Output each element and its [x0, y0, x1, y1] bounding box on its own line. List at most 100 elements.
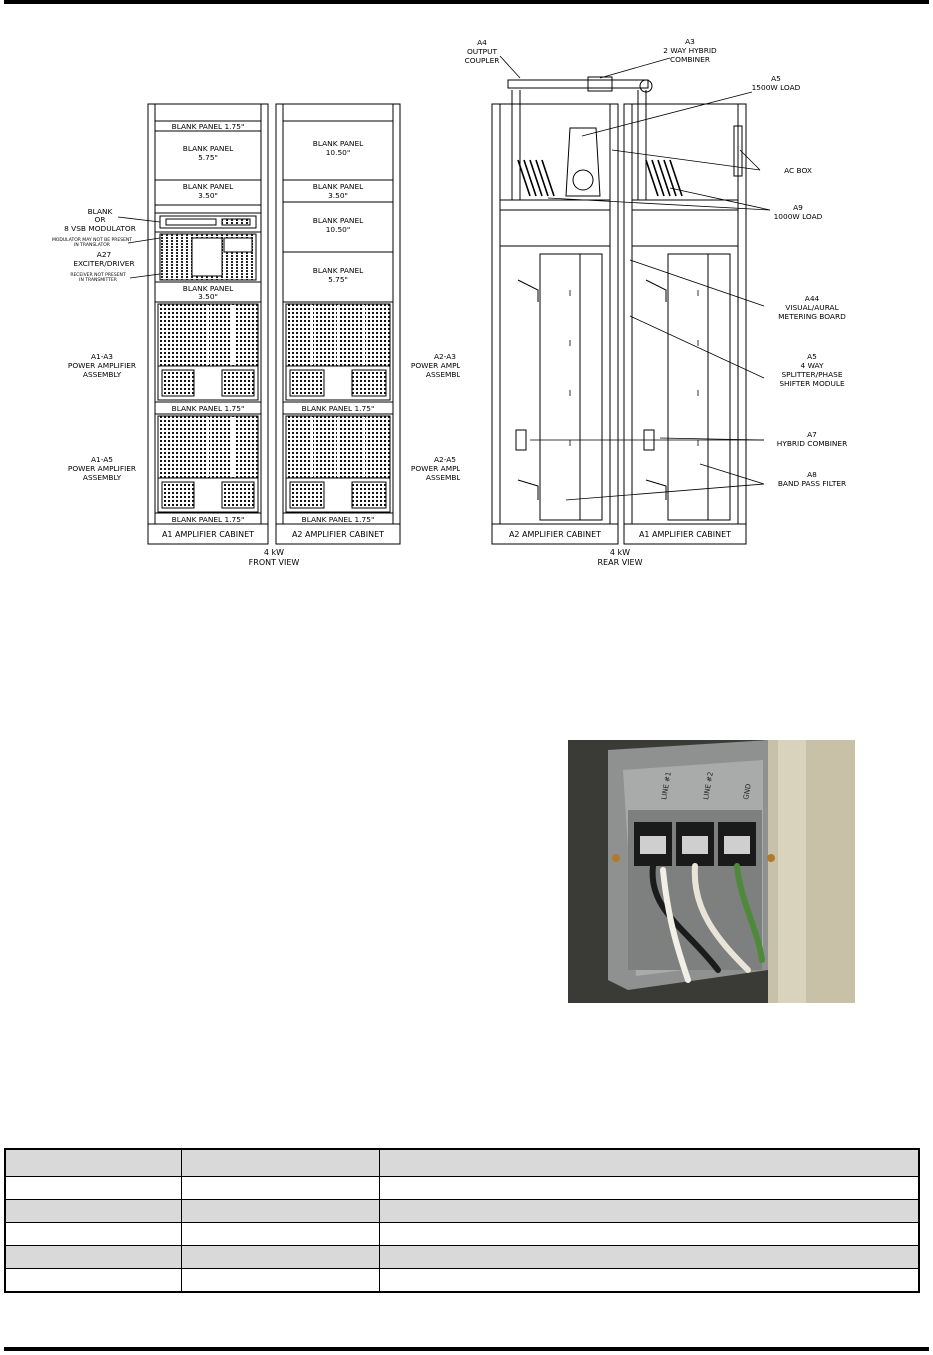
- callout-a2-a5-pa: POWER AMPLIFIER: [411, 464, 460, 473]
- table-cell: [4, 1245, 182, 1269]
- table-cell: [180, 1222, 380, 1246]
- cab1-panel-4-label: BLANK PANEL: [183, 284, 234, 293]
- table-row: [4, 1148, 920, 1177]
- rear-callout-a5-splitter: A5: [807, 352, 817, 361]
- table-cell: [180, 1245, 380, 1269]
- callout-a1-a5: A1-A5: [91, 455, 113, 464]
- bottom-rule: [4, 1347, 929, 1351]
- rear-callout-a9: A9: [793, 203, 803, 212]
- rear-callout-a44: A44: [805, 294, 820, 303]
- rear-callout-coupler: COUPLER: [465, 56, 500, 65]
- cab1-panel-2-label: BLANK PANEL: [183, 144, 234, 153]
- rear-callout-1000w: 1000W LOAD: [774, 212, 823, 221]
- rear-callout-4way: 4 WAY: [801, 361, 824, 370]
- table-cell: [378, 1199, 920, 1223]
- callout-or: OR: [95, 215, 106, 224]
- callout-a27: A27: [97, 250, 112, 259]
- rear-cab-a1-label: A1 AMPLIFIER CABINET: [639, 530, 731, 539]
- cab1-panel-6-label: BLANK PANEL 1.75": [172, 515, 245, 524]
- table-cell: [4, 1222, 182, 1246]
- photo-label-gnd: GND: [742, 783, 753, 800]
- table-cell: [378, 1268, 920, 1293]
- cab2-panel-6-label: BLANK PANEL 1.75": [302, 515, 375, 524]
- cab1-panel-3-label: BLANK PANEL: [183, 182, 234, 191]
- rear-callout-a5-top: A5: [771, 74, 781, 83]
- table-cell: [4, 1268, 182, 1293]
- callout-a1-a5-pa: POWER AMPLIFIER: [68, 464, 136, 473]
- callout-a1-a3-pa: POWER AMPLIFIER: [68, 361, 136, 370]
- rear-callout-hybrid-combiner: HYBRID COMBINER: [777, 439, 847, 448]
- cab1-panel-3-size: 3.50": [198, 191, 218, 200]
- table-cell: [378, 1148, 920, 1177]
- cab2-panel-5-label: BLANK PANEL 1.75": [302, 404, 375, 413]
- table-cell: [378, 1222, 920, 1246]
- rear-callout-1500w: 1500W LOAD: [752, 83, 801, 92]
- table-cell: [4, 1176, 182, 1200]
- callout-blank: BLANK: [88, 207, 113, 216]
- cab1-panel-2-size: 5.75": [198, 153, 218, 162]
- callout-a1-a3-assembly: ASSEMBLY: [83, 370, 122, 379]
- cab1-panel-1-label: BLANK PANEL 1.75": [172, 122, 245, 131]
- table-cell: [180, 1199, 380, 1223]
- rear-callout-metering: METERING BOARD: [778, 312, 846, 321]
- table-cell: [180, 1176, 380, 1200]
- table-row: [4, 1199, 920, 1223]
- ac-box-photo: LINE #1 LINE #2 GND: [568, 740, 855, 1003]
- rear-callout-a3: A3: [685, 37, 695, 46]
- table-row: [4, 1268, 920, 1293]
- cab1-panel-4-size: 3.50": [198, 292, 218, 301]
- front-caption-view: FRONT VIEW: [249, 558, 300, 567]
- callout-a2-a3-pa: POWER AMPLIFIER: [411, 361, 460, 370]
- spec-table: [4, 1148, 920, 1293]
- callout-receiver-note-1: RECEIVER NOT PRESENT: [70, 272, 126, 278]
- cab2-panel-3-label: BLANK PANEL: [313, 216, 364, 225]
- rear-callout-combiner: COMBINER: [670, 55, 710, 64]
- callout-a2-a3: A2-A3: [434, 352, 456, 361]
- rear-callout-a8: A8: [807, 470, 817, 479]
- table-cell: [180, 1268, 380, 1293]
- table-cell: [180, 1148, 380, 1177]
- callout-exciter-driver: EXCITER/DRIVER: [73, 259, 134, 268]
- cab2-panel-2-size: 3.50": [328, 191, 348, 200]
- table-row: [4, 1245, 920, 1269]
- front-view-diagram: BLANK PANEL 1.75" BLANK PANEL 5.75" BLAN…: [52, 103, 460, 567]
- rear-cab-a2-label: A2 AMPLIFIER CABINET: [509, 530, 601, 539]
- callout-a2-a5-assembly: ASSEMBLY: [426, 473, 460, 482]
- cab2-panel-4-size: 5.75": [328, 275, 348, 284]
- cab2-panel-1-label: BLANK PANEL: [313, 139, 364, 148]
- rear-view-diagram: A4 OUTPUT COUPLER A3 2 WAY HYBRID COMBIN…: [465, 37, 848, 567]
- cab2-panel-2-label: BLANK PANEL: [313, 182, 364, 191]
- rear-caption-view: REAR VIEW: [598, 558, 643, 567]
- rear-callout-band-pass: BAND PASS FILTER: [778, 479, 846, 488]
- cab1-panel-5-label: BLANK PANEL 1.75": [172, 404, 245, 413]
- table-cell: [4, 1199, 182, 1223]
- callout-a2-a5: A2-A5: [434, 455, 456, 464]
- top-rule: [4, 0, 929, 4]
- table-cell: [4, 1148, 182, 1177]
- cab1-label: A1 AMPLIFIER CABINET: [162, 530, 254, 539]
- cab2-label: A2 AMPLIFIER CABINET: [292, 530, 384, 539]
- cab2-panel-4-label: BLANK PANEL: [313, 266, 364, 275]
- table-cell: [378, 1176, 920, 1200]
- table-cell: [378, 1245, 920, 1269]
- front-caption-power: 4 kW: [264, 548, 284, 557]
- callout-modulator-note-1: MODULATOR MAY NOT BE PRESENT: [52, 237, 132, 243]
- callout-receiver-note-2: IN TRANSMITTER: [79, 277, 117, 283]
- rear-caption-power: 4 kW: [610, 548, 630, 557]
- callout-a1-a3: A1-A3: [91, 352, 113, 361]
- rear-callout-ac-box: AC BOX: [784, 166, 812, 175]
- callout-a1-a5-assembly: ASSEMBLY: [83, 473, 122, 482]
- rear-callout-output: OUTPUT: [467, 47, 498, 56]
- callout-modulator-note-2: IN TRANSLATOR: [74, 242, 110, 248]
- callout-a2-a3-assembly: ASSEMBLY: [426, 370, 460, 379]
- table-row: [4, 1222, 920, 1246]
- rear-callout-shifter: SHIFTER MODULE: [779, 379, 845, 388]
- callout-vsb-modulator: 8 VSB MODULATOR: [64, 224, 136, 233]
- rear-callout-splitter: SPLITTER/PHASE: [781, 370, 842, 379]
- cab2-panel-1-size: 10.50": [326, 148, 351, 157]
- rear-callout-visual-aural: VISUAL/AURAL: [785, 303, 839, 312]
- cab2-panel-3-size: 10.50": [326, 225, 351, 234]
- rear-callout-a7: A7: [807, 430, 817, 439]
- rear-callout-a4: A4: [477, 38, 487, 47]
- rear-callout-hybrid: 2 WAY HYBRID: [663, 46, 717, 55]
